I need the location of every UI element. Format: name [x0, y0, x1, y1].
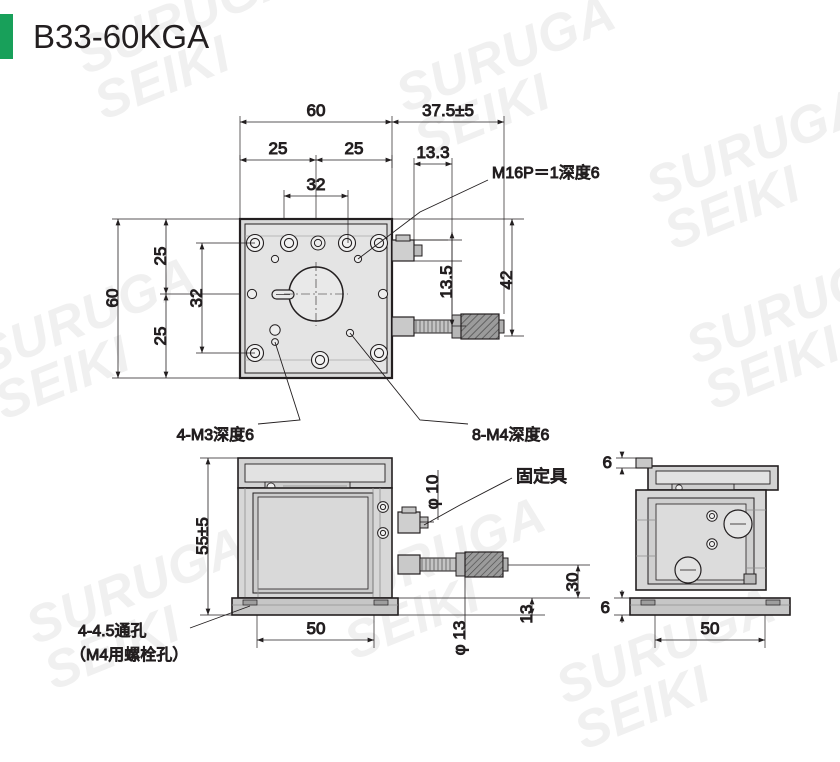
callout-m4-hole-note: 8-M4深度6 [472, 426, 549, 444]
dim-micrometer-center-height: 13.5 [437, 265, 456, 298]
technical-drawing: 60 37.5±5 25 25 32 13.3 60 25 25 32 [70, 101, 791, 665]
page-header: B33-60KGA [0, 14, 209, 59]
dim-half-width-right: 25 [345, 139, 364, 158]
dim-overall-height: 60 [103, 289, 122, 308]
dim-body-height-right: 42 [497, 271, 516, 290]
dim-spindle-height: 30 [563, 573, 582, 592]
dim-micrometer-offset: 13.3 [416, 143, 449, 162]
dim-half-height-top: 25 [151, 247, 170, 266]
callout-through-hole-note-line1: 4-4.5通孔 [78, 622, 146, 640]
dim-base-width-front: 50 [307, 619, 326, 638]
dim-stage-depth-right: 37.5±5 [422, 101, 474, 120]
top-view-body [238, 217, 505, 380]
dim-base-width-side: 50 [701, 619, 720, 638]
dim-overall-height-front: 55±5 [193, 517, 212, 555]
callout-through-hole-note-line2: （M4用螺栓孔） [70, 646, 188, 664]
callout-fixture-note: 固定具 [516, 467, 567, 486]
dim-knob-diameter: φ 10 [423, 475, 442, 510]
dim-overall-width: 60 [307, 101, 326, 120]
callout-m3-hole-note: 4-M3深度6 [177, 426, 254, 444]
dim-top-plate-thickness: 6 [603, 453, 612, 472]
dim-knob-large-diameter: φ 13 [450, 621, 469, 656]
dim-bolt-span-vertical: 32 [187, 289, 206, 308]
page-title: B33-60KGA [33, 17, 210, 55]
dim-base-plate-thickness: 6 [601, 598, 610, 617]
side-view-body [629, 457, 791, 616]
callout-thread-spec: M16P＝1深度6 [492, 164, 600, 182]
dim-bolt-span: 32 [307, 175, 326, 194]
dim-half-height-bottom: 25 [151, 327, 170, 346]
dim-base-height: 13 [517, 605, 536, 624]
title-accent-bar [0, 14, 13, 59]
dim-half-width-left: 25 [269, 139, 288, 158]
front-view-body [231, 457, 509, 616]
